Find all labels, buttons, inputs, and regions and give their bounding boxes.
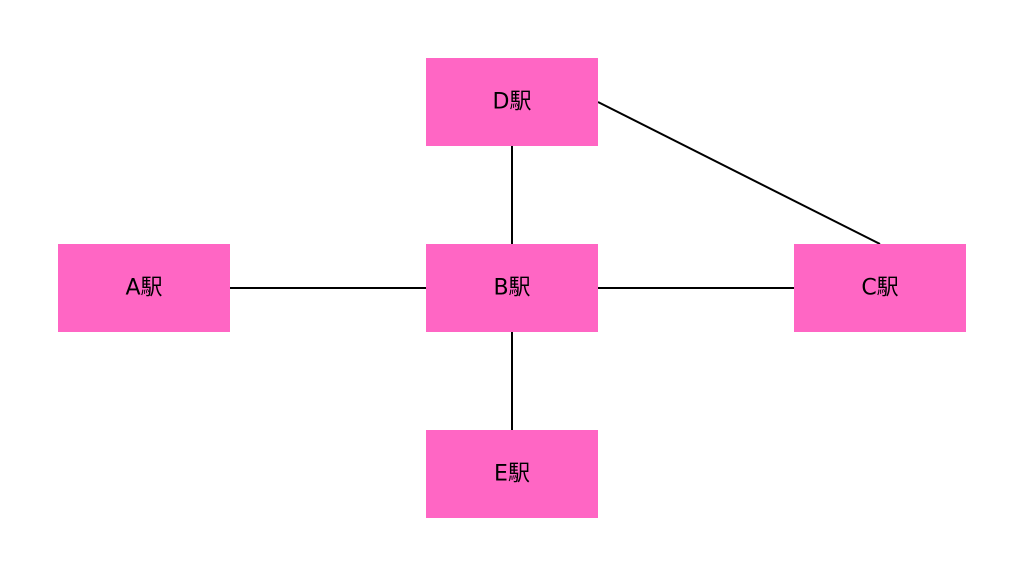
node-c-box	[794, 244, 966, 332]
node-b-label: B駅	[493, 276, 530, 301]
node-a-box	[58, 244, 230, 332]
node-d-box	[426, 58, 598, 146]
node-c-label: C駅	[861, 276, 898, 301]
edge-d-c	[597, 101, 881, 245]
node-b[interactable]: B駅	[426, 244, 598, 332]
node-d[interactable]: D駅	[426, 58, 598, 146]
node-e-label: E駅	[494, 462, 530, 487]
node-a[interactable]: A駅	[58, 244, 230, 332]
edges	[230, 101, 881, 430]
node-e-box	[426, 430, 598, 518]
node-e[interactable]: E駅	[426, 430, 598, 518]
node-b-box	[426, 244, 598, 332]
node-c[interactable]: C駅	[794, 244, 966, 332]
node-d-label: D駅	[493, 90, 532, 115]
node-a-label: A駅	[125, 276, 162, 301]
